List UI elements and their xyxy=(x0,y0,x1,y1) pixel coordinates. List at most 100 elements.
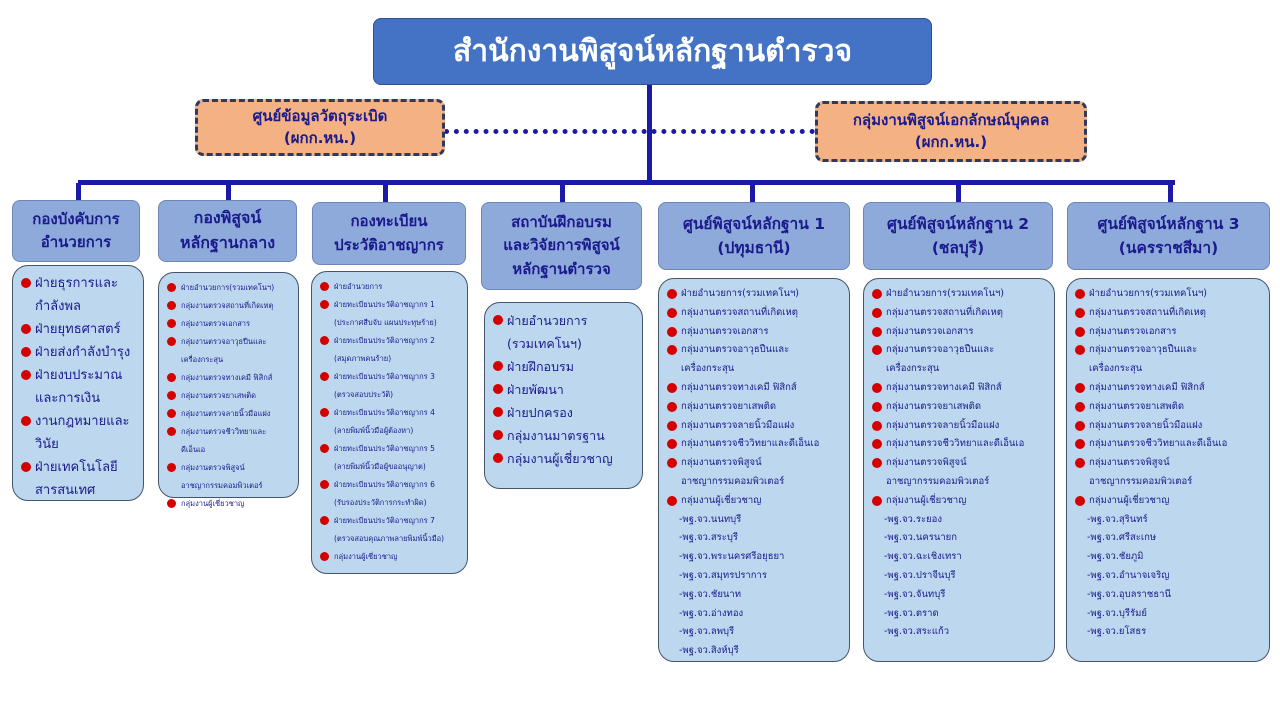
unit-item: กลุ่มงานตรวจพิสูจน์ อาชญากรรมคอมพิวเตอร์ xyxy=(1075,454,1265,492)
org-title: สำนักงานพิสูจน์หลักฐานตำรวจ xyxy=(373,18,932,85)
division-header: กองบังคับการ อำนวยการ xyxy=(12,200,140,262)
unit-item: ฝ่ายอำนวยการ(รวมเทคโนฯ) xyxy=(167,279,294,297)
unit-item: กลุ่มงานตรวจลายนิ้วมือแฝง xyxy=(1075,417,1265,436)
provincial-unit-item: -พฐ.จว.ปราจีนบุรี xyxy=(884,569,956,581)
unit-item: กลุ่มงานตรวจเอกสาร xyxy=(872,323,1050,342)
unit-item: งานกฎหมายและ วินัย xyxy=(21,410,139,456)
connector-drop xyxy=(383,183,388,202)
connector-horizontal xyxy=(78,180,1175,185)
side-unit-explosives-data: ศูนย์ข้อมูลวัตถุระเบิด (ผกก.หน.) xyxy=(195,99,445,156)
unit-list: ฝ่ายอำนวยการ(รวมเทคโนฯ)กลุ่มงานตรวจสถานท… xyxy=(667,285,845,661)
unit-item: ฝ่ายทะเบียนประวัติอาชญากร 5 (ลายพิมพ์นิ้… xyxy=(320,440,463,476)
unit-item: ฝ่ายพัฒนา xyxy=(493,378,638,401)
connector-drop xyxy=(226,183,231,200)
unit-item: กลุ่มงานตรวจทางเคมี ฟิสิกส์ xyxy=(872,379,1050,398)
unit-item: กลุ่มงานผู้เชี่ยวชาญ xyxy=(872,492,1050,511)
unit-item: ฝ่ายทะเบียนประวัติอาชญากร 7 (ตรวจสอบคุณภ… xyxy=(320,512,463,548)
division-header: กองพิสูจน์ หลักฐานกลาง xyxy=(158,200,297,262)
unit-item: กลุ่มงานตรวจทางเคมี ฟิสิกส์ xyxy=(667,379,845,398)
provincial-unit-item: -พฐ.จว.ยโสธร xyxy=(1087,626,1147,638)
side-unit-personal-identification: กลุ่มงานพิสูจน์เอกลักษณ์บุคคล (ผกก.หน.) xyxy=(815,101,1087,162)
unit-item: กลุ่มงานตรวจพิสูจน์ อาชญากรรมคอมพิวเตอร์ xyxy=(872,454,1050,492)
division-header: ศูนย์พิสูจน์หลักฐาน 2 (ชลบุรี) xyxy=(863,202,1053,270)
provincial-unit-item: -พฐ.จว.ลพบุรี xyxy=(679,626,735,638)
unit-item: ฝ่ายอำนวยการ(รวมเทคโนฯ) xyxy=(872,285,1050,304)
unit-item: ฝ่ายส่งกำลังบำรุง xyxy=(21,341,139,364)
division-units-box: ฝ่ายอำนวยการ(รวมเทคโนฯ)กลุ่มงานตรวจสถานท… xyxy=(1066,278,1270,662)
connector-main xyxy=(647,85,652,185)
unit-item: กลุ่มงานตรวจลายนิ้วมือแฝง xyxy=(167,405,294,423)
unit-item: กลุ่มงานตรวจชีววิทยาและ ดีเอ็นเอ xyxy=(167,423,294,459)
unit-item: กลุ่มงานผู้เชี่ยวชาญ xyxy=(167,495,294,513)
unit-item: กลุ่มงานตรวจยาเสพติด xyxy=(872,398,1050,417)
unit-item: ฝ่ายปกครอง xyxy=(493,401,638,424)
unit-item: กลุ่มงานตรวจทางเคมี ฟิสิกส์ xyxy=(167,369,294,387)
connector-drop xyxy=(956,183,961,202)
unit-item: กลุ่มงานตรวจยาเสพติด xyxy=(167,387,294,405)
unit-item: กลุ่มงานตรวจเอกสาร xyxy=(167,315,294,333)
unit-item: กลุ่มงานตรวจสถานที่เกิดเหตุ xyxy=(167,297,294,315)
unit-item: ฝ่ายยุทธศาสตร์ xyxy=(21,318,139,341)
unit-item: ฝ่ายอำนวยการ (รวมเทคโนฯ) xyxy=(493,309,638,355)
unit-item: ฝ่ายอำนวยการ xyxy=(320,278,463,296)
provincial-unit-item: -พฐ.จว.จันทบุรี xyxy=(884,588,946,600)
division-header: สถาบันฝึกอบรม และวิจัยการพิสูจน์ หลักฐาน… xyxy=(481,202,642,290)
unit-item: กลุ่มงานมาตรฐาน xyxy=(493,424,638,447)
unit-list: ฝ่ายอำนวยการ (รวมเทคโนฯ)ฝ่ายฝึกอบรมฝ่ายพ… xyxy=(493,309,638,470)
unit-list: ฝ่ายธุรการและ กำลังพลฝ่ายยุทธศาสตร์ฝ่ายส… xyxy=(21,272,139,502)
unit-item: กลุ่มงานตรวจอาวุธปืนและ เครื่องกระสุน xyxy=(167,333,294,369)
division-units-box: ฝ่ายอำนวยการ(รวมเทคโนฯ)กลุ่มงานตรวจสถานท… xyxy=(158,272,299,508)
unit-item: ฝ่ายอำนวยการ(รวมเทคโนฯ) xyxy=(1075,285,1265,304)
connector-drop xyxy=(750,183,755,202)
unit-item: กลุ่มงานตรวจอาวุธปืนและ เครื่องกระสุน xyxy=(667,341,845,379)
unit-item: ฝ่ายทะเบียนประวัติอาชญากร 3 (ตรวจสอบประว… xyxy=(320,368,463,404)
unit-item: กลุ่มงานตรวจทางเคมี ฟิสิกส์ xyxy=(1075,379,1265,398)
unit-item: ฝ่ายเทคโนโลยี สารสนเทศ xyxy=(21,456,139,502)
provincial-unit-item: -พฐ.จว.สมุทรปราการ xyxy=(679,569,767,581)
connector-drop xyxy=(76,183,81,200)
provincial-unit-item: -พฐ.จว.ฉะเชิงเทรา xyxy=(884,551,962,563)
unit-item: ฝ่ายธุรการและ กำลังพล xyxy=(21,272,139,318)
provincial-unit-item: -พฐ.จว.พระนครศรีอยุธยา xyxy=(679,551,785,563)
connector-drop xyxy=(560,183,565,202)
unit-item: กลุ่มงานตรวจพิสูจน์ อาชญากรรมคอมพิวเตอร์ xyxy=(167,459,294,495)
unit-item: กลุ่มงานตรวจอาวุธปืนและ เครื่องกระสุน xyxy=(1075,341,1265,379)
unit-list: ฝ่ายอำนวยการ(รวมเทคโนฯ)กลุ่มงานตรวจสถานท… xyxy=(1075,285,1265,642)
provincial-unit-item: -พฐ.จว.อ่างทอง xyxy=(679,607,744,619)
unit-item: กลุ่มงานผู้เชี่ยวชาญ xyxy=(493,447,638,470)
unit-item: กลุ่มงานตรวจชีววิทยาและดีเอ็นเอ xyxy=(667,435,845,454)
provincial-unit-item: -พฐ.จว.สุรินทร์ xyxy=(1087,513,1148,525)
division-units-box: ฝ่ายอำนวยการ (รวมเทคโนฯ)ฝ่ายฝึกอบรมฝ่ายพ… xyxy=(484,302,643,489)
unit-item: กลุ่มงานตรวจอาวุธปืนและ เครื่องกระสุน xyxy=(872,341,1050,379)
unit-item: กลุ่มงานผู้เชี่ยวชาญ xyxy=(320,548,463,566)
unit-item: กลุ่มงานตรวจสถานที่เกิดเหตุ xyxy=(872,304,1050,323)
provincial-unit-item: -พฐ.จว.บุรีรัมย์ xyxy=(1087,607,1147,619)
provincial-unit-item: -พฐ.จว.สระแก้ว xyxy=(884,626,950,638)
provincial-unit-item: -พฐ.จว.นนทบุรี xyxy=(679,513,742,525)
provincial-unit-item: -พฐ.จว.ชัยนาท xyxy=(679,588,741,600)
unit-item: กลุ่มงานตรวจลายนิ้วมือแฝง xyxy=(872,417,1050,436)
unit-list: ฝ่ายอำนวยการ(รวมเทคโนฯ)กลุ่มงานตรวจสถานท… xyxy=(167,279,294,513)
connector-dotted xyxy=(444,129,815,134)
unit-item: กลุ่มงานผู้เชี่ยวชาญ xyxy=(667,492,845,511)
unit-item: กลุ่มงานตรวจเอกสาร xyxy=(667,323,845,342)
provincial-unit-item: -พฐ.จว.ระยอง xyxy=(884,513,942,525)
unit-item: ฝ่ายฝึกอบรม xyxy=(493,355,638,378)
unit-item: กลุ่มงานตรวจยาเสพติด xyxy=(667,398,845,417)
connector-drop xyxy=(1168,183,1173,202)
provincial-unit-item: -พฐ.จว.ตราด xyxy=(884,607,939,619)
unit-item: กลุ่มงานตรวจลายนิ้วมือแฝง xyxy=(667,417,845,436)
provincial-unit-item: -พฐ.จว.อุบลราชธานี xyxy=(1087,588,1171,600)
provincial-unit-item: -พฐ.จว.อำนาจเจริญ xyxy=(1087,569,1170,581)
division-header: ศูนย์พิสูจน์หลักฐาน 1 (ปทุมธานี) xyxy=(658,202,850,270)
division-header: ศูนย์พิสูจน์หลักฐาน 3 (นครราชสีมา) xyxy=(1067,202,1270,270)
unit-item: กลุ่มงานตรวจชีววิทยาและดีเอ็นเอ xyxy=(872,435,1050,454)
division-units-box: ฝ่ายธุรการและ กำลังพลฝ่ายยุทธศาสตร์ฝ่ายส… xyxy=(12,265,144,501)
division-units-box: ฝ่ายอำนวยการ(รวมเทคโนฯ)กลุ่มงานตรวจสถานท… xyxy=(658,278,850,662)
unit-item: กลุ่มงานผู้เชี่ยวชาญ xyxy=(1075,492,1265,511)
provincial-unit-item: -พฐ.จว.สระบุรี xyxy=(679,532,739,544)
unit-item: กลุ่มงานตรวจยาเสพติด xyxy=(1075,398,1265,417)
unit-item: ฝ่ายทะเบียนประวัติอาชญากร 2 (สมุดภาพคนร้… xyxy=(320,332,463,368)
unit-item: กลุ่มงานตรวจพิสูจน์ อาชญากรรมคอมพิวเตอร์ xyxy=(667,454,845,492)
